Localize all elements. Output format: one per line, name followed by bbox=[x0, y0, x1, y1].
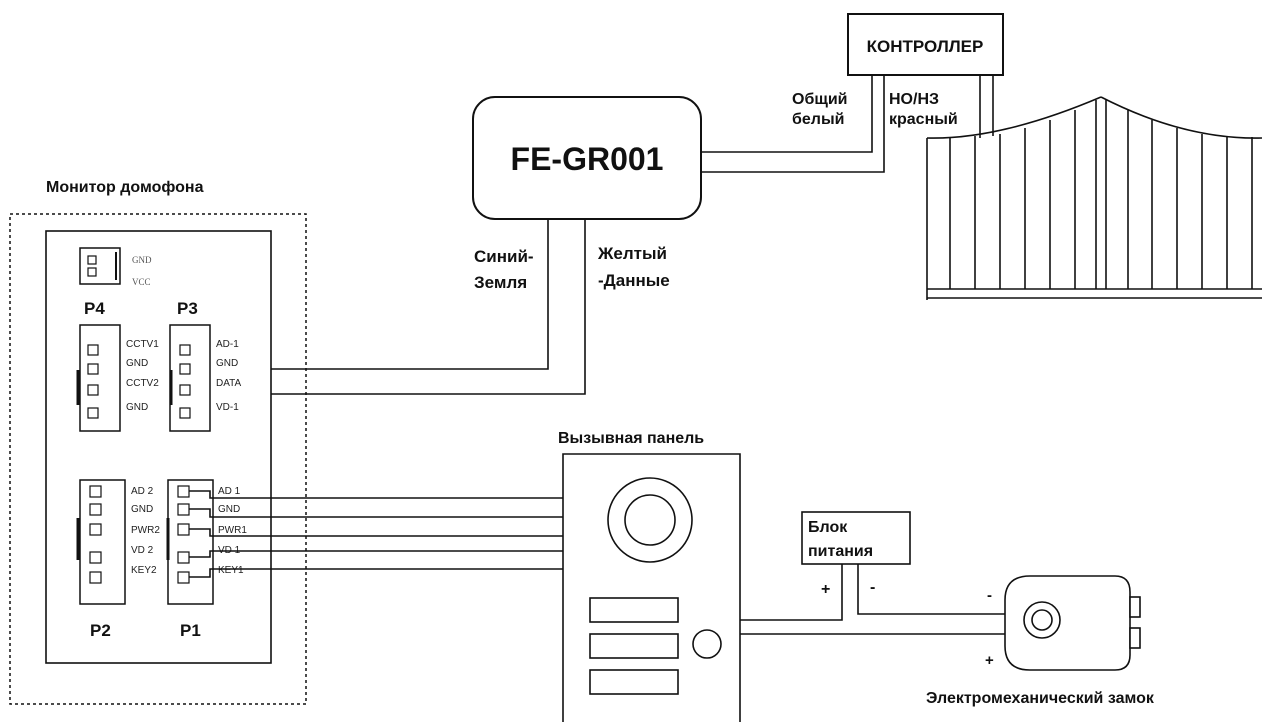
wire-yellow-data bbox=[196, 219, 586, 395]
cctv-pin-2: GND bbox=[126, 358, 148, 369]
monitor-outline-dotted bbox=[9, 213, 307, 705]
label-ground: Земля bbox=[474, 273, 527, 292]
p3-pin-ad1: AD-1 bbox=[216, 339, 239, 350]
label-blue: Синий- bbox=[474, 247, 534, 266]
p4-pin-vcc: VCC bbox=[132, 277, 151, 287]
p1-pin-key1: KEY1 bbox=[218, 565, 244, 576]
label-no-nc: НО/НЗ bbox=[889, 91, 939, 108]
lock-plus: + bbox=[985, 652, 994, 669]
gate-drawing bbox=[926, 96, 1263, 300]
cctv-pin-4: GND bbox=[126, 402, 148, 413]
call-panel bbox=[562, 453, 741, 722]
wire-lock-circuit bbox=[740, 564, 1005, 635]
connector-p4 bbox=[79, 247, 121, 285]
p2-pin-pwr2: PWR2 bbox=[131, 525, 160, 536]
monitor-title: Монитор домофона bbox=[46, 179, 204, 196]
call-panel-title: Вызывная панель bbox=[558, 430, 704, 447]
wire-common-white bbox=[701, 75, 873, 153]
call-button-3 bbox=[589, 669, 679, 695]
label-yellow: Желтый bbox=[597, 244, 667, 263]
p2-pin-key2: KEY2 bbox=[131, 565, 157, 576]
label-data: -Данные bbox=[598, 271, 670, 290]
label-common: Общий bbox=[792, 91, 848, 108]
wire-no-nc-red bbox=[701, 75, 885, 173]
p1-label: P1 bbox=[180, 621, 201, 640]
controller-label: КОНТРОЛЛЕР bbox=[867, 37, 984, 56]
lock-title: Электромеханический замок bbox=[926, 690, 1155, 707]
p3-pin-vd1: VD-1 bbox=[216, 402, 239, 413]
connector-cctv bbox=[76, 324, 121, 432]
call-button-2 bbox=[589, 633, 679, 659]
p2-pin-gnd: GND bbox=[131, 504, 153, 515]
p1-pin-gnd: GND bbox=[218, 504, 240, 515]
cctv-pin-3: CCTV2 bbox=[126, 378, 159, 389]
label-white: белый bbox=[792, 111, 844, 128]
power-supply-line1: Блок bbox=[808, 519, 848, 536]
speaker-icon bbox=[692, 629, 722, 659]
controller-box bbox=[847, 13, 1004, 76]
power-supply-minus: - bbox=[870, 579, 875, 596]
p4-pin-gnd: GND bbox=[132, 255, 152, 265]
wire-blue-ground bbox=[196, 219, 549, 370]
wire-bundle-p1-panel bbox=[189, 490, 563, 578]
p2-pin-vd2: VD 2 bbox=[131, 545, 154, 556]
p2-pin-ad2: AD 2 bbox=[131, 486, 154, 497]
cctv-pin-1: CCTV1 bbox=[126, 339, 159, 350]
power-supply-plus: + bbox=[821, 581, 830, 598]
power-supply-line2: питания bbox=[808, 543, 873, 560]
p2-label: P2 bbox=[90, 621, 111, 640]
p3-pin-gnd: GND bbox=[216, 358, 238, 369]
call-button-1 bbox=[589, 597, 679, 623]
lock-minus: - bbox=[987, 587, 992, 604]
p1-pin-ad1: AD 1 bbox=[218, 486, 241, 497]
connector-p2 bbox=[76, 479, 126, 605]
fe-gr001-module bbox=[472, 96, 702, 220]
connector-p3 bbox=[169, 324, 211, 432]
connector-p1 bbox=[166, 479, 214, 605]
p4-label: P4 bbox=[84, 299, 105, 318]
electromechanical-lock bbox=[1004, 575, 1141, 671]
wire-controller-gate bbox=[979, 75, 994, 138]
p1-pin-pwr1: PWR1 bbox=[218, 525, 247, 536]
p3-label: P3 bbox=[177, 299, 198, 318]
power-supply-box bbox=[801, 511, 911, 565]
label-red: красный bbox=[889, 111, 958, 128]
fe-gr001-label: FE-GR001 bbox=[511, 141, 664, 177]
p3-pin-data: DATA bbox=[216, 378, 242, 389]
